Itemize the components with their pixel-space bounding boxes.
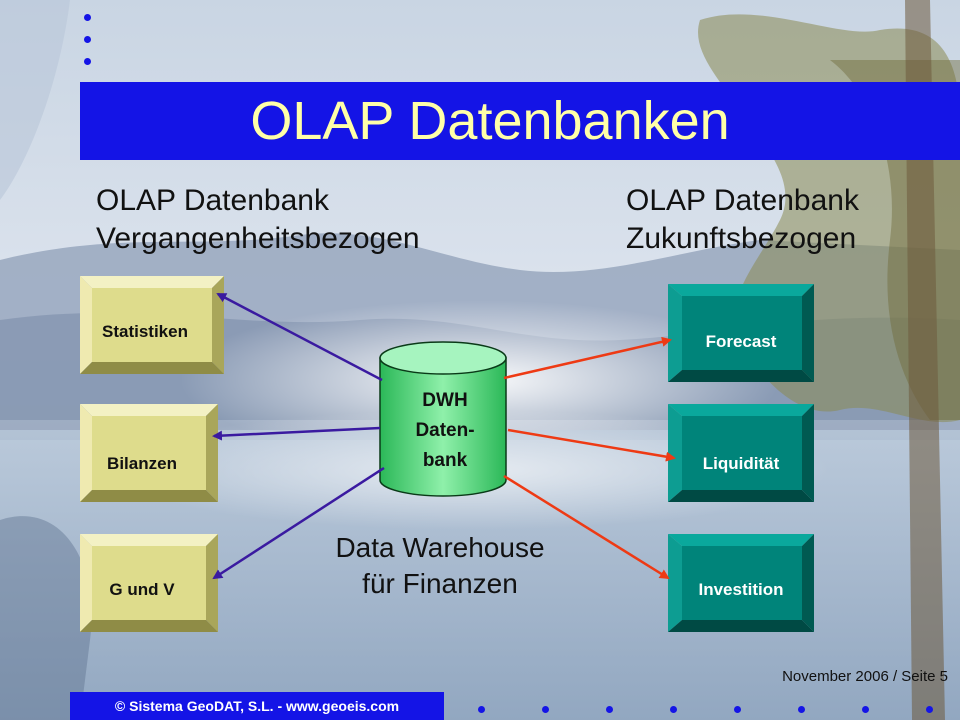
decorative-dot xyxy=(84,58,91,65)
data-warehouse-caption: Data Warehouse für Finanzen xyxy=(280,530,600,602)
dw-caption-line-1: Data Warehouse xyxy=(335,532,545,563)
arrow-to-forecast xyxy=(503,336,672,380)
arrow-to-bilanzen xyxy=(212,426,381,441)
right-heading-line-2: Zukunftsbezogen xyxy=(626,222,857,255)
left-heading: OLAP Datenbank Vergangenheitsbezogen xyxy=(96,182,420,258)
database-cylinder xyxy=(379,341,507,497)
decorative-dot xyxy=(670,706,677,713)
label-g-und-v: G und V xyxy=(109,580,175,599)
right-heading-line-1: OLAP Datenbank xyxy=(626,184,859,217)
box-g-und-v xyxy=(80,534,218,632)
box-bilanzen xyxy=(80,404,218,502)
left-heading-line-1: OLAP Datenbank xyxy=(96,184,329,217)
decorative-dot xyxy=(84,36,91,43)
label-liquiditaet: Liquidität xyxy=(702,454,780,473)
arrow-to-statistiken xyxy=(216,292,383,382)
slide-title: OLAP Datenbanken xyxy=(250,91,730,151)
label-forecast: Forecast xyxy=(705,332,777,351)
left-heading-line-2: Vergangenheitsbezogen xyxy=(96,222,420,255)
decorative-dot xyxy=(478,706,485,713)
label-statistiken: Statistiken xyxy=(102,322,188,341)
box-forecast xyxy=(668,284,814,382)
database-label: DWH Daten- bank xyxy=(382,386,508,476)
dw-caption-line-2: für Finanzen xyxy=(362,568,518,599)
footer-date: November 2006 / Seite 5 xyxy=(782,668,948,685)
decorative-dot xyxy=(542,706,549,713)
decorative-dot xyxy=(862,706,869,713)
decorative-dot xyxy=(606,706,613,713)
decorative-dot xyxy=(798,706,805,713)
arrow-to-g-und-v xyxy=(212,466,385,580)
box-investition xyxy=(668,534,814,632)
right-heading: OLAP Datenbank Zukunftsbezogen xyxy=(626,182,859,258)
title-bar: OLAP Datenbanken xyxy=(80,82,960,160)
copyright-bar: © Sistema GeoDAT, S.L. - www.geoeis.com xyxy=(70,692,444,720)
box-statistiken xyxy=(80,276,224,374)
arrow-to-liquiditaet xyxy=(507,428,676,462)
database-label-line-1: DWH xyxy=(422,390,468,411)
decorative-dot xyxy=(84,14,91,21)
label-bilanzen: Bilanzen xyxy=(107,454,177,473)
box-liquiditaet xyxy=(668,404,814,502)
arrow-to-investition xyxy=(503,474,670,580)
decorative-dot xyxy=(734,706,741,713)
label-investition: Investition xyxy=(698,580,784,599)
database-label-line-2: Daten- xyxy=(415,420,475,441)
database-label-line-3: bank xyxy=(422,450,468,471)
decorative-dot xyxy=(926,706,933,713)
